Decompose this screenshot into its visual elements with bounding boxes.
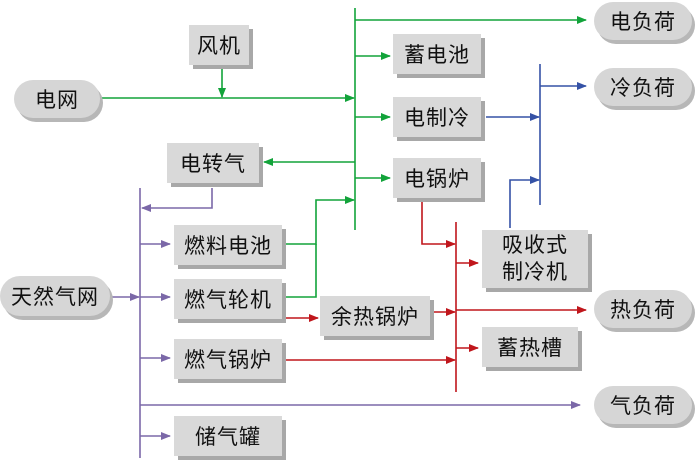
gas-storage-tank-box: 储气罐 [174,416,282,456]
electric-chiller-label: 电制冷 [404,106,470,130]
electric-chiller-box: 电制冷 [393,97,481,137]
absorption-chiller-to-cooling-bus-arrow [509,176,540,228]
gas-load-label: 气负荷 [610,394,676,418]
gas-turbine-box: 燃气轮机 [174,279,282,319]
elec-boiler-to-heat-bus-arrow [421,200,456,248]
electric-lines [98,8,587,298]
cooling-load-node: 冷负荷 [594,68,692,106]
heat-lines [282,200,587,392]
gas-lines [108,188,581,458]
fuel-cell-label: 燃料电池 [184,234,272,258]
battery-label: 蓄电池 [404,43,470,67]
cooling-load-label: 冷负荷 [610,76,676,100]
power-grid-label: 电网 [35,88,79,112]
power-to-gas-box: 电转气 [167,143,259,183]
fuel-cell-to-bus-arrow [282,196,355,245]
gas-turbine-to-bus-line [282,244,317,298]
electric-load-label: 电负荷 [610,10,676,34]
electric-load-node: 电负荷 [594,2,692,40]
absorption-chiller-box: 吸收式 制冷机 [482,230,588,288]
power-grid-node: 电网 [14,80,100,118]
thermal-storage-tank-box: 蓄热槽 [482,327,578,367]
heat-load-node: 热负荷 [594,290,692,328]
wind-turbine-label: 风机 [197,34,241,58]
battery-box: 蓄电池 [393,34,481,74]
gas-boiler-label: 燃气锅炉 [184,348,272,372]
absorption-chiller-label-line1: 吸收式 [502,233,568,257]
power-to-gas-label: 电转气 [180,152,246,176]
electric-boiler-box: 电锅炉 [393,158,481,198]
gas-storage-tank-label: 储气罐 [195,425,261,449]
waste-heat-boiler-box: 余热锅炉 [320,296,430,336]
p2g-to-gas-bus-arrow [141,188,213,212]
natural-gas-network-node: 天然气网 [0,276,110,316]
gas-load-node: 气负荷 [594,386,692,424]
gas-boiler-box: 燃气锅炉 [174,339,282,379]
waste-heat-boiler-label: 余热锅炉 [331,305,419,329]
heat-load-label: 热负荷 [610,298,676,322]
wind-turbine-box: 风机 [189,25,249,65]
thermal-storage-tank-label: 蓄热槽 [497,336,563,360]
absorption-chiller-label-line2: 制冷机 [502,260,568,284]
electric-boiler-label: 电锅炉 [404,167,470,191]
cooling-lines [486,64,587,228]
natural-gas-network-label: 天然气网 [11,285,99,309]
gas-turbine-label: 燃气轮机 [184,288,272,312]
fuel-cell-box: 燃料电池 [174,225,282,265]
